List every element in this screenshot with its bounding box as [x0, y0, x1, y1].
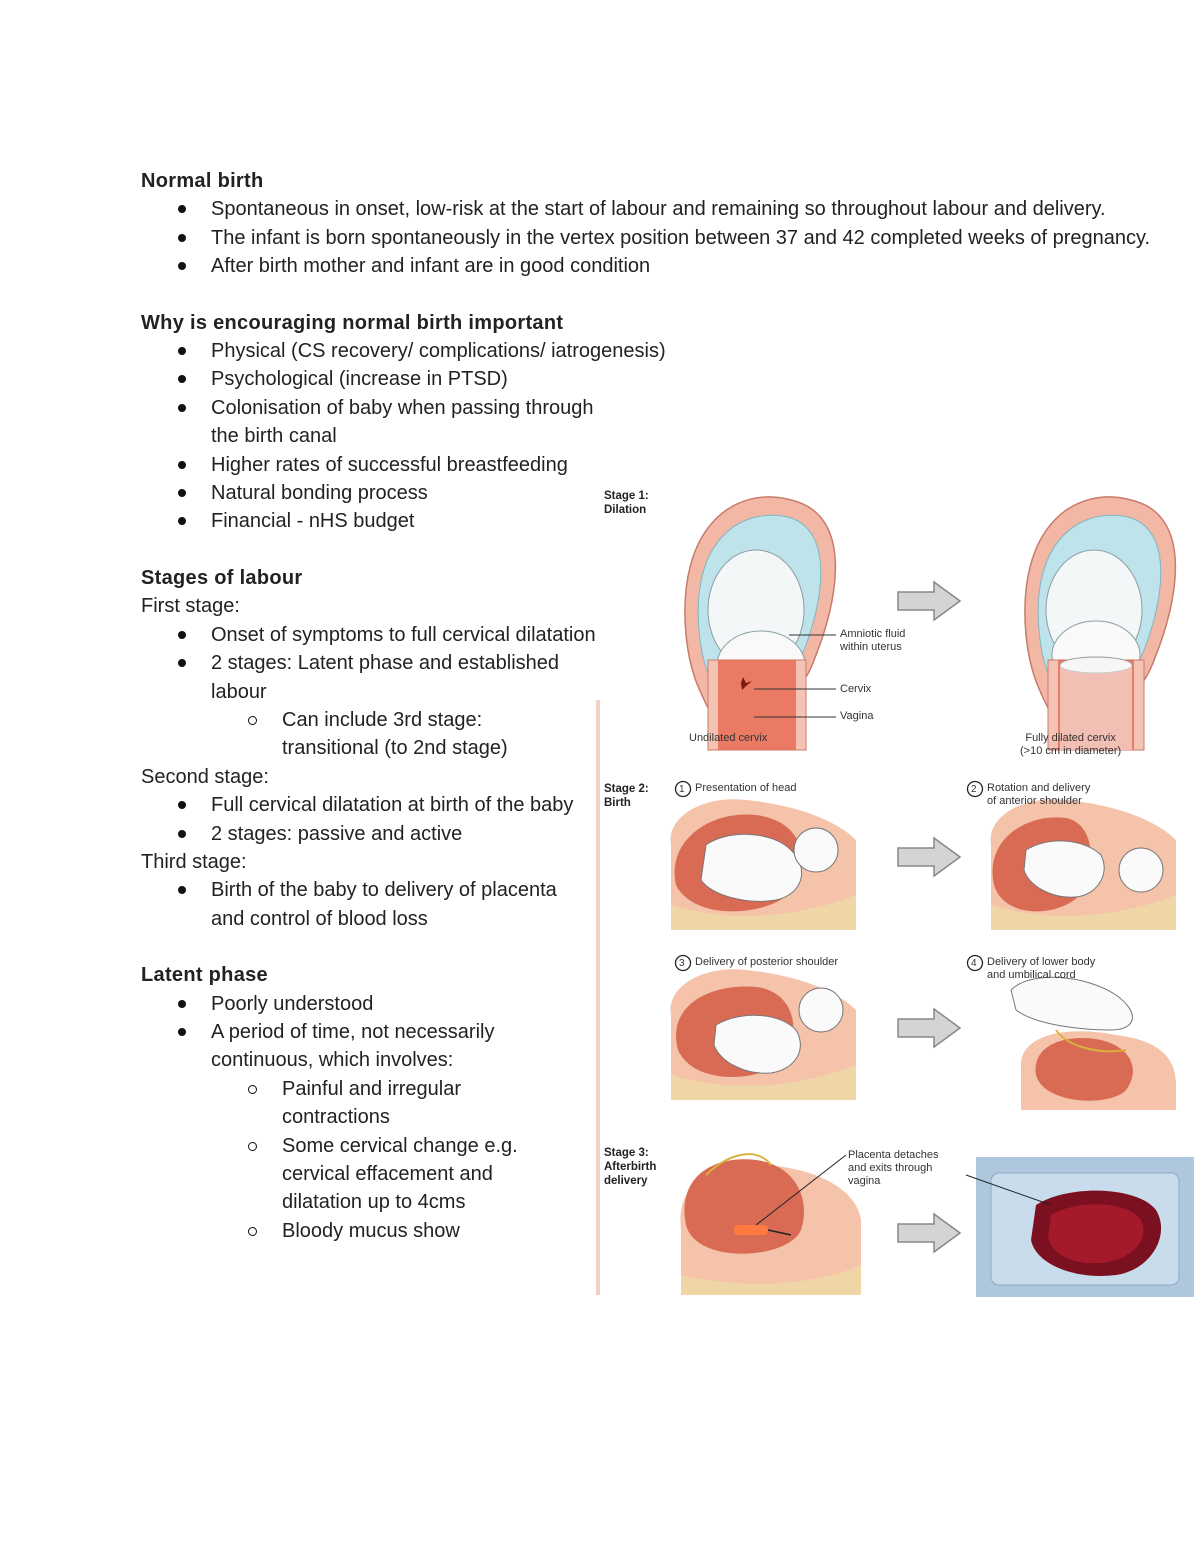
- vagina-label: Vagina: [840, 710, 874, 722]
- list-item: Poorly understood: [141, 990, 616, 1018]
- stage-1-label: Stage 1: Dilation: [604, 490, 649, 516]
- heading-why-important: Why is encouraging normal birth importan…: [141, 311, 564, 334]
- step-number: 3: [679, 958, 685, 969]
- undilated-cervix-label: Undilated cervix: [689, 732, 768, 744]
- latent-phase-list: Poorly understood A period of time, not …: [141, 990, 581, 1246]
- uterus-undilated-illustration: [684, 496, 837, 751]
- arrow-icon: [897, 837, 961, 877]
- step-number: 1: [679, 784, 685, 795]
- normal-birth-list: Spontaneous in onset, low-risk at the st…: [141, 195, 1150, 280]
- step-number: 2: [971, 784, 977, 795]
- birth-panel-1: [670, 799, 856, 930]
- stage-2-label: Stage 2: Birth: [604, 783, 649, 809]
- uterus-dilated-illustration: [1024, 496, 1177, 751]
- document-body: Normal birth Spontaneous in onset, low-r…: [141, 167, 1150, 1246]
- cervix-label: Cervix: [840, 683, 872, 695]
- amniotic-fluid-label: Amniotic fluid within uterus: [840, 628, 906, 653]
- figure-illustration: [670, 496, 1194, 1297]
- sub-list-item: Some cervical change e.g. cervical effac…: [141, 1132, 547, 1217]
- first-stage-label: First stage:: [141, 595, 240, 618]
- arrow-icon: [897, 1213, 961, 1253]
- arrow-icon: [897, 581, 961, 621]
- birth-panel-3: [670, 969, 856, 1100]
- sub-list-item: Bloody mucus show: [141, 1217, 547, 1245]
- list-item: A period of time, not necessarily contin…: [141, 1018, 571, 1075]
- list-item: Natural bonding process: [141, 479, 616, 507]
- heading-stages-of-labour: Stages of labour: [141, 566, 303, 589]
- list-item: Physical (CS recovery/ complications/ ia…: [141, 337, 771, 365]
- list-item: After birth mother and infant are in goo…: [141, 252, 1171, 280]
- birth-panel-4: [1010, 976, 1176, 1110]
- list-item: Colonisation of baby when passing throug…: [141, 394, 616, 451]
- lower-body-cord-label: Delivery of lower body and umbilical cor…: [987, 956, 1096, 981]
- step-number-icons: [674, 780, 984, 972]
- presentation-of-head-label: Presentation of head: [695, 782, 797, 794]
- list-item: Higher rates of successful breastfeeding: [141, 451, 616, 479]
- first-stage-list: Onset of symptoms to full cervical dilat…: [141, 621, 596, 763]
- list-item: 2 stages: passive and active: [141, 820, 616, 848]
- list-item: Psychological (increase in PTSD): [141, 365, 616, 393]
- stage-3-label: Stage 3: Afterbirth delivery: [604, 1147, 657, 1187]
- stages-of-labour-figure: 1 2 3 4 Stage 1: Dilation Stage 2: Birth…: [596, 485, 1196, 1300]
- third-stage-label: Third stage:: [141, 850, 247, 873]
- list-item: Financial - nHS budget: [141, 507, 616, 535]
- figure-edge: [596, 700, 600, 1295]
- fully-dilated-cervix-label: Fully dilated cervix (>10 cm in diameter…: [1020, 732, 1122, 757]
- step-number: 4: [971, 958, 977, 969]
- list-item: The infant is born spontaneously in the …: [141, 224, 1171, 252]
- rotation-anterior-shoulder-label: Rotation and delivery of anterior should…: [987, 782, 1091, 807]
- second-stage-list: Full cervical dilatation at birth of the…: [141, 791, 581, 848]
- heading-latent-phase: Latent phase: [141, 964, 268, 987]
- list-item: Onset of symptoms to full cervical dilat…: [141, 621, 616, 649]
- why-important-list: Physical (CS recovery/ complications/ ia…: [141, 337, 666, 536]
- placenta-photo: [965, 1157, 1194, 1297]
- placenta-label: Placenta detaches and exits through vagi…: [848, 1149, 939, 1187]
- afterbirth-panel: [680, 1153, 861, 1295]
- list-item: Full cervical dilatation at birth of the…: [141, 791, 616, 819]
- third-stage-list: Birth of the baby to delivery of placent…: [141, 876, 581, 933]
- heading-normal-birth: Normal birth: [141, 170, 264, 192]
- arrow-icon: [897, 1008, 961, 1048]
- list-item: Spontaneous in onset, low-risk at the st…: [141, 195, 1171, 223]
- list-item: Birth of the baby to delivery of placent…: [141, 876, 581, 933]
- sub-list-item: Painful and irregular contractions: [141, 1075, 517, 1132]
- birth-panel-2: [990, 799, 1176, 930]
- sub-list-item: Can include 3rd stage: transitional (to …: [141, 706, 552, 763]
- list-item: 2 stages: Latent phase and established l…: [141, 649, 616, 706]
- posterior-shoulder-label: Delivery of posterior shoulder: [695, 956, 839, 968]
- second-stage-label: Second stage:: [141, 765, 269, 788]
